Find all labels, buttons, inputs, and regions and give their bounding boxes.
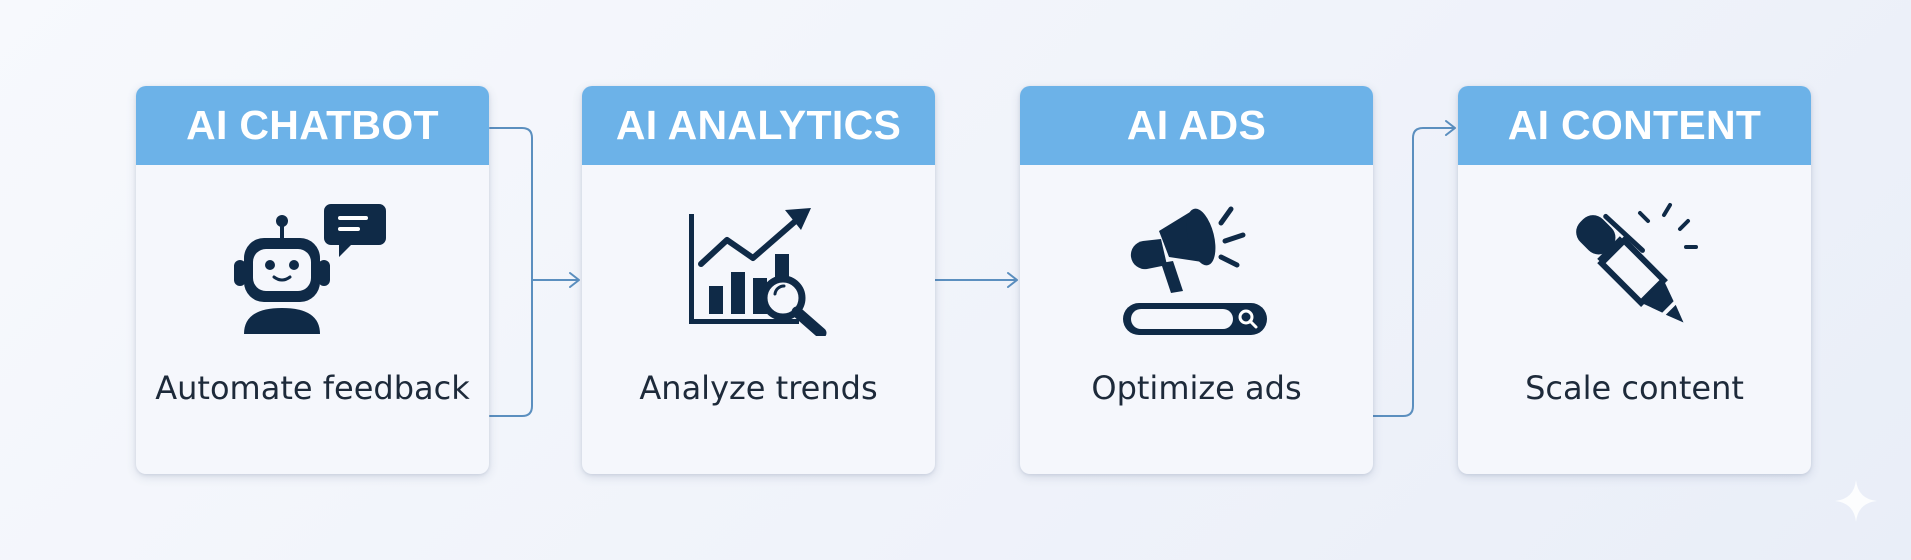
step-description: Automate feedback [155,369,470,407]
step-title: AI ANALYTICS [582,86,935,165]
step-title: AI ADS [1020,86,1373,165]
sparkle-icon [1835,480,1877,522]
step-description: Optimize ads [1091,369,1302,407]
step-card-content: AI CONTENT [1458,86,1811,474]
megaphone-search-icon [1020,196,1373,346]
step-description: Analyze trends [639,369,878,407]
step-description: Scale content [1525,369,1744,407]
robot-chat-icon [136,196,489,346]
arrowhead-1 [569,272,580,288]
step-title: AI CONTENT [1458,86,1811,165]
step-card-chatbot: AI CHATBOT [136,86,489,474]
arrowhead-3 [1445,120,1456,136]
connector-arrow-3 [1372,127,1455,417]
connector-bracket-1 [489,127,533,417]
chart-magnifier-icon [582,196,935,346]
step-card-ads: AI ADS [1020,86,1373,474]
arrowhead-2 [1007,272,1018,288]
step-card-analytics: AI ANALYTICS [582,86,935,474]
step-title: AI CHATBOT [136,86,489,165]
pen-icon [1458,196,1811,346]
